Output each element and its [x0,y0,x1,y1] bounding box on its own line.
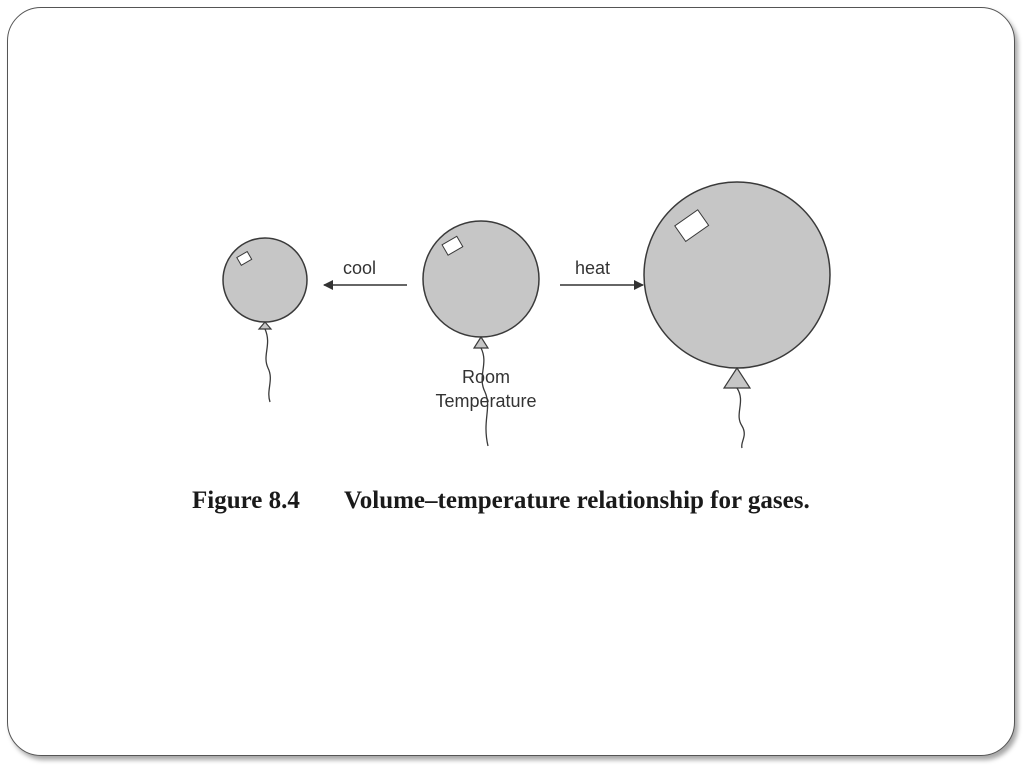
heat-label: heat [575,258,610,278]
room-balloon-knot [472,335,490,349]
small-balloon-string [264,328,271,403]
large-balloon-highlight [674,209,710,243]
small-balloon [222,237,308,403]
large-balloon-knot [722,366,752,389]
slide-frame [7,7,1015,756]
room-balloon-highlight [441,235,464,256]
room-temperature-balloon [422,220,540,447]
room-balloon-body [422,220,540,338]
figure-number: Figure 8.4 [192,487,300,514]
large-balloon [643,181,831,449]
room-label-line2: Temperature [435,391,536,411]
room-label-line1: Room [462,367,510,387]
figure-caption: Volume–temperature relationship for gase… [344,487,810,514]
large-balloon-string [736,387,745,449]
large-balloon-body [643,181,831,369]
small-balloon-body [222,237,308,323]
room-balloon-string [480,347,489,447]
cool-label: cool [343,258,376,278]
small-balloon-knot [257,321,273,330]
small-balloon-highlight [236,250,253,267]
